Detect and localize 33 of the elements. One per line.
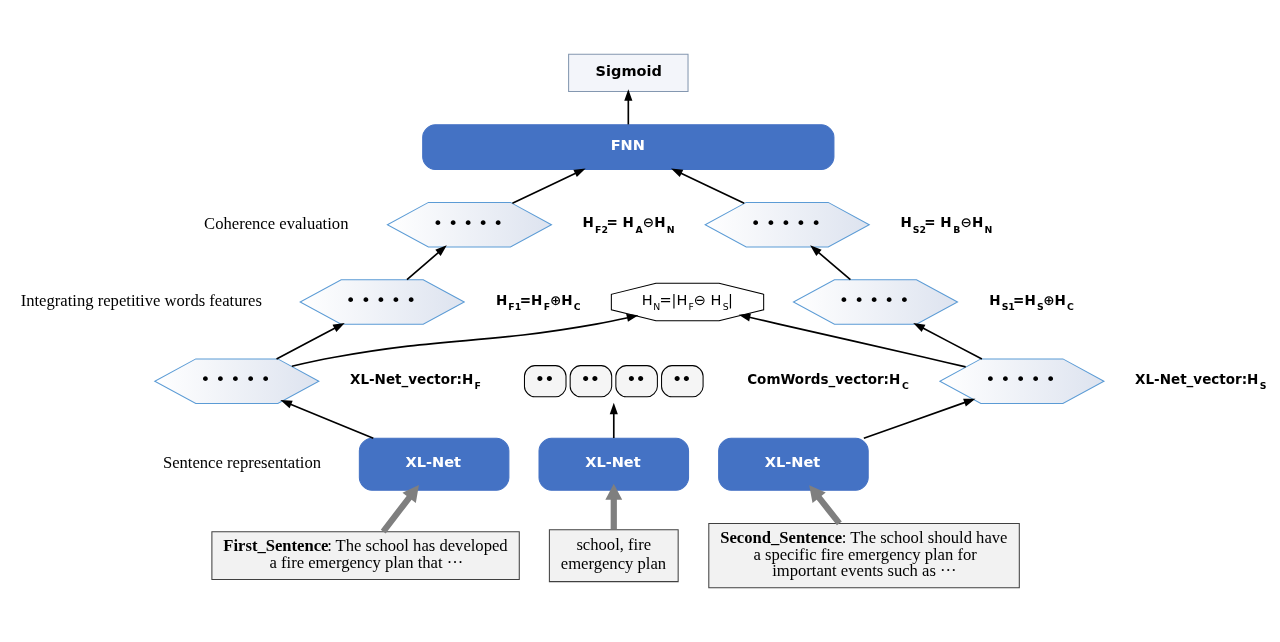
node-label: H$_{S2}$= H$_{B}$⊖H$_{N}$ [900,214,993,235]
arrow [738,313,967,368]
arrow [810,245,852,281]
node-label: H$_{S1}$=H$_{S}$⊕H$_{C}$ [989,291,1074,313]
label: Integrating repetitive words features [20,290,262,310]
label: Coherence evaluation [204,213,349,233]
arrow [624,89,633,126]
arrow [913,322,983,360]
arrow [380,485,419,534]
arrow [511,168,586,205]
node-label: H$_{F1}$=H$_{F}$⊕H$_{C}$ [495,291,581,313]
arrow [406,245,447,281]
node-box: XL-Net [718,437,869,491]
node-box: First_Sentence: The school has developed a fire emergency plan that ··· [211,531,520,581]
node-box: school, fire emergency plan [548,529,679,583]
arrow [809,485,842,526]
node-label: H$_{F2}$= H$_{A}$⊖H$_{N}$ [582,214,675,235]
node-box: Sigmoid [568,53,689,93]
arrow [280,400,375,440]
node-box: Second_Sentence: The school should have a specific fire emergency plan for important events such as ··· [708,522,1020,589]
arrow [671,168,746,205]
arrow [605,483,623,530]
arrow [609,402,618,439]
node-box: XL-Net [538,437,690,491]
arrow [275,322,345,360]
node-label: ComWords_vector:H$_{C}$ [747,370,909,392]
label: Sentence representation [162,453,322,473]
node-label: XL-Net_vector:H$_{F}$ [350,370,481,392]
arrow [291,313,639,368]
node-box: XL-Net [358,437,510,491]
arrow [863,398,976,440]
node-box: FNN [422,124,835,170]
node-label: XL-Net_vector:H$_{S}$ [1135,370,1267,392]
